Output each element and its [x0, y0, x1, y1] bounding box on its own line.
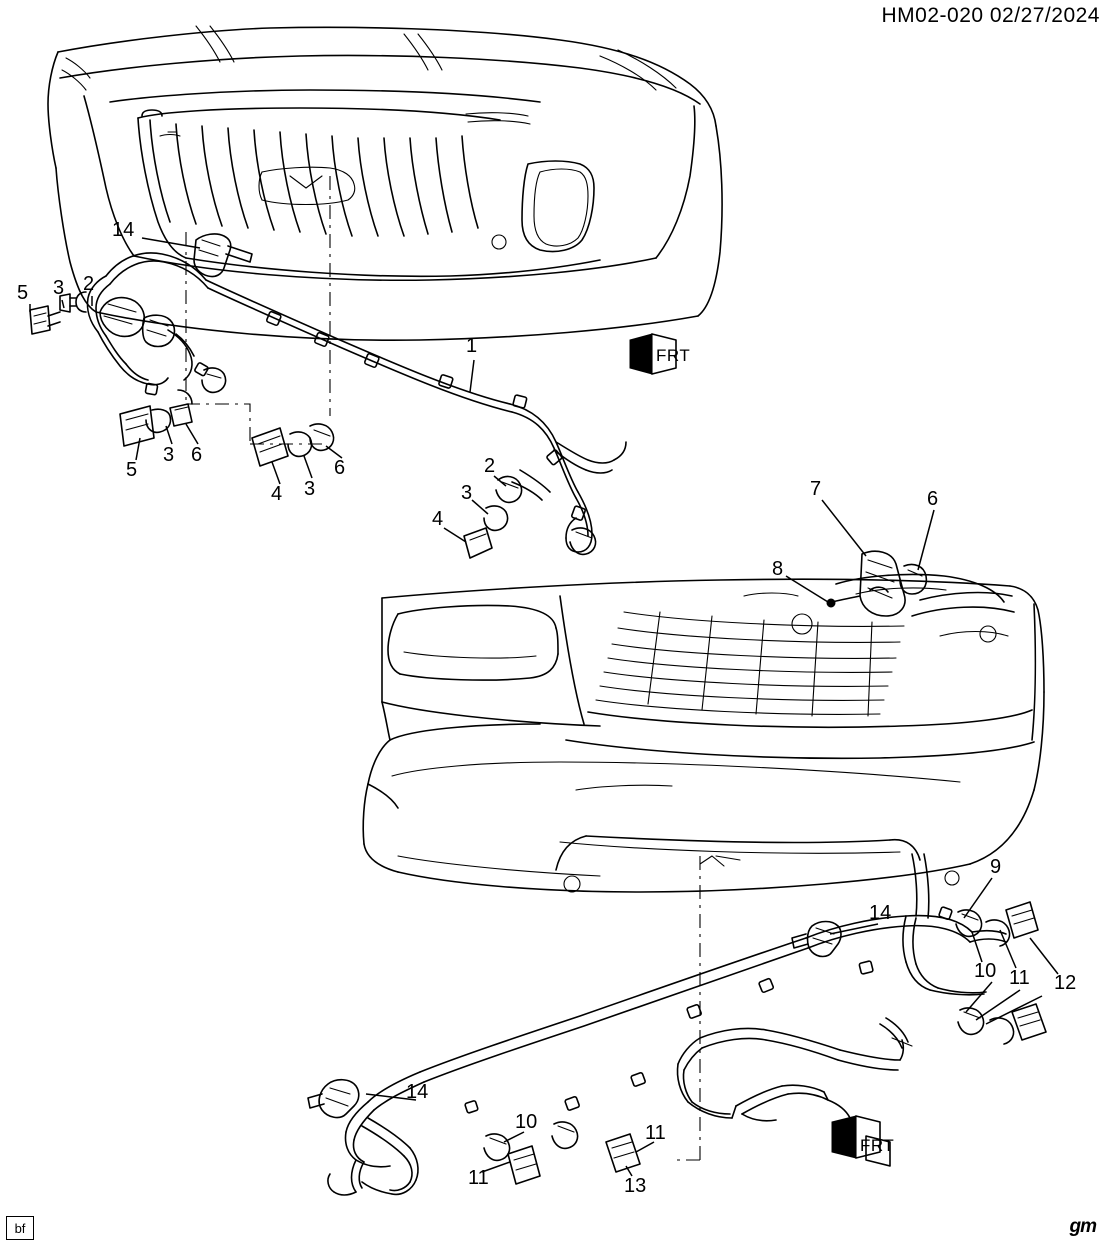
- callout-front-14a: 14: [112, 219, 135, 241]
- callout-rear-8: 8: [772, 558, 784, 580]
- frt-arrow-rear: [831, 1115, 891, 1167]
- callout-rear-6: 6: [927, 488, 939, 510]
- callout-rear-13: 13: [624, 1175, 647, 1197]
- callout-front-6b: 6: [334, 457, 346, 479]
- callout-front-5b: 5: [126, 459, 138, 481]
- callout-rear-12: 12: [1054, 972, 1077, 994]
- callout-front-1: 1: [466, 335, 478, 357]
- callout-front-3c: 3: [304, 478, 316, 500]
- callout-rear-14b: 14: [406, 1081, 429, 1103]
- callout-front-5a: 5: [17, 282, 29, 304]
- callout-leaders: [29, 237, 1059, 1177]
- callout-rear-11c: 11: [468, 1167, 489, 1189]
- drawing-header: HM02-020 02/27/2024: [881, 4, 1100, 27]
- callout-rear-9: 9: [990, 856, 1002, 878]
- rear-bumper-body-outline: [362, 573, 1045, 893]
- rear-module-assembly: [826, 550, 928, 617]
- front-bumper-body-outline: [47, 25, 723, 342]
- callout-rear-11a: 11: [1009, 967, 1030, 989]
- callout-front-2a: 2: [83, 273, 95, 295]
- callout-front-3a: 3: [53, 277, 65, 299]
- callout-front-4a: 4: [271, 483, 283, 505]
- callout-rear-10a: 10: [974, 960, 997, 982]
- callout-rear-7: 7: [810, 478, 822, 500]
- callout-rear-14a: 14: [869, 902, 892, 924]
- frt-label-rear: FRT: [860, 1136, 895, 1155]
- callout-rear-11b: 11: [645, 1122, 666, 1144]
- rear-harness-main: [307, 856, 913, 1196]
- gm-logo: gm: [1069, 1216, 1097, 1237]
- callout-front-3b: 3: [163, 444, 175, 466]
- frt-arrow-front: [629, 333, 677, 375]
- callout-front-4b: 4: [432, 508, 444, 530]
- front-wiring-harness: [29, 176, 627, 559]
- callout-rear-10b: 10: [515, 1111, 538, 1133]
- frt-label-front: FRT: [656, 346, 691, 365]
- callout-front-2b: 2: [484, 455, 496, 477]
- sheet-corner-code: bf: [6, 1216, 34, 1240]
- callout-front-3d: 3: [461, 482, 473, 504]
- callout-front-6a: 6: [191, 444, 203, 466]
